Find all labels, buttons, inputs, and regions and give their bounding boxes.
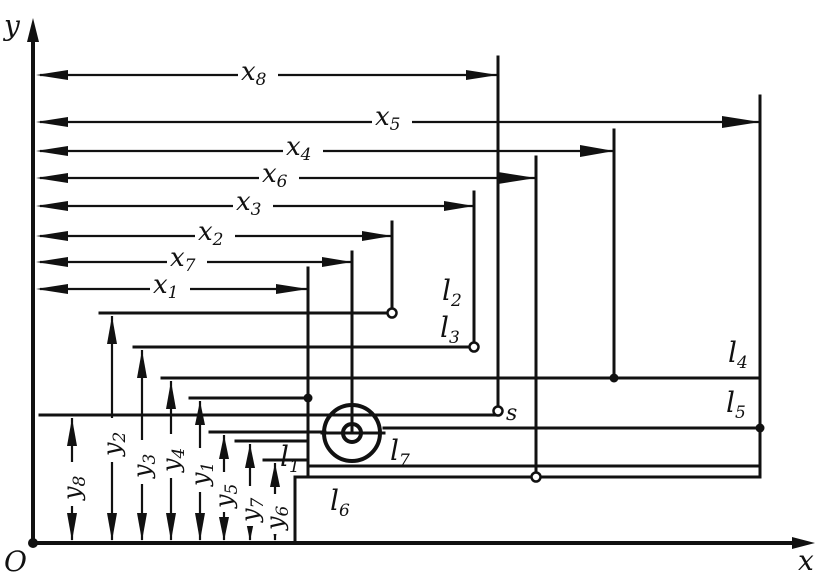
dim-y1-arrow-bottom <box>195 513 205 541</box>
dim-y3-arrow-top <box>137 350 147 378</box>
dim-x6-arrow-left <box>36 173 68 183</box>
node-l3 <box>468 341 480 353</box>
label-l5: l5 <box>726 386 746 423</box>
node-points <box>303 307 765 483</box>
y-dimension-labels: y8 y2 y3 y4 y1 y5 y7 y6 <box>58 432 293 531</box>
dim-x1-arrow-right <box>276 284 308 294</box>
dim-x4-arrow-right <box>580 145 614 157</box>
dim-y1-label: y1 <box>186 462 218 487</box>
dim-x7-arrow-left <box>36 257 68 267</box>
dim-x2-arrow-left <box>36 231 68 241</box>
dim-x2-label: x2 <box>198 217 224 250</box>
dim-y4-arrow-top <box>166 381 176 409</box>
dim-y1-arrow-top <box>195 401 205 425</box>
dim-x5-arrow-right <box>722 116 760 128</box>
label-l3: l3 <box>440 311 460 348</box>
dim-y8-arrow-top <box>67 418 77 446</box>
dim-x6-label: x6 <box>262 159 288 192</box>
dim-y6-arrow-top <box>270 463 280 487</box>
x-axis-label: x <box>798 544 814 575</box>
node-l4 <box>609 373 619 383</box>
dim-y5-arrow-bottom <box>219 517 229 541</box>
dim-x1-label: x1 <box>153 270 179 303</box>
dim-x8-arrow-left <box>36 70 68 80</box>
dim-x4-label: x4 <box>286 132 312 165</box>
dim-x7-label: x7 <box>170 243 196 276</box>
axes <box>27 18 815 549</box>
line-labels: l1 l2 l3 l4 l5 l6 l7 s <box>280 274 748 521</box>
node-y1 <box>303 393 313 403</box>
dim-x5-label: x5 <box>375 102 401 135</box>
y-axis-arrow <box>27 18 39 42</box>
label-backgrounds <box>58 60 412 534</box>
dim-y8-label: y8 <box>58 475 90 501</box>
dim-x1-arrow-left <box>36 284 68 294</box>
dim-y7-arrow-top <box>245 444 255 468</box>
origin-label: O <box>4 545 27 575</box>
label-l4: l4 <box>728 336 748 373</box>
dim-x6-arrow-right <box>498 172 536 184</box>
dim-x2-arrow-right <box>362 231 392 241</box>
node-s <box>492 405 504 417</box>
label-l7: l7 <box>390 434 410 471</box>
x-dimensions <box>36 70 760 294</box>
origin-point <box>28 538 38 548</box>
dim-x4-arrow-left <box>36 146 68 156</box>
dim-y3-label: y3 <box>128 454 160 479</box>
dim-x8-label: x8 <box>241 57 267 90</box>
dim-y3-arrow-bottom <box>137 513 147 541</box>
dim-y2-arrow-top <box>107 316 117 344</box>
dim-y8-arrow-bottom <box>67 513 77 541</box>
label-l2: l2 <box>442 274 462 311</box>
dim-x3-arrow-right <box>444 201 474 211</box>
node-l5 <box>755 423 765 433</box>
dim-x3-label: x3 <box>236 187 262 220</box>
dim-y7-label: y7 <box>236 497 268 523</box>
dim-y4-arrow-bottom <box>166 513 176 541</box>
circle-l7 <box>320 403 386 463</box>
part-outline <box>38 55 762 545</box>
dim-y5-label: y5 <box>210 484 242 509</box>
dim-x3-arrow-left <box>36 201 68 211</box>
y-axis-label: y <box>2 9 21 42</box>
dim-x5-arrow-left <box>36 117 68 127</box>
x-dimension-labels: x8 x5 x4 x6 x3 x2 x7 x1 <box>153 57 401 303</box>
dim-y4-label: y4 <box>157 448 189 473</box>
label-l1: l1 <box>280 440 300 477</box>
dim-x7-arrow-right <box>322 257 352 267</box>
node-l6 <box>530 471 542 483</box>
dim-y6-label: y6 <box>261 505 293 531</box>
node-l2 <box>386 307 398 319</box>
dim-y5-arrow-top <box>219 435 229 459</box>
label-l6: l6 <box>330 484 350 521</box>
dim-x8-arrow-right <box>466 70 498 80</box>
dim-y2-label: y2 <box>98 432 130 457</box>
x-axis-arrow <box>792 537 815 549</box>
axis-labels: y x O <box>2 9 814 575</box>
dim-y2-arrow-bottom <box>107 513 117 541</box>
label-s: s <box>506 401 517 426</box>
